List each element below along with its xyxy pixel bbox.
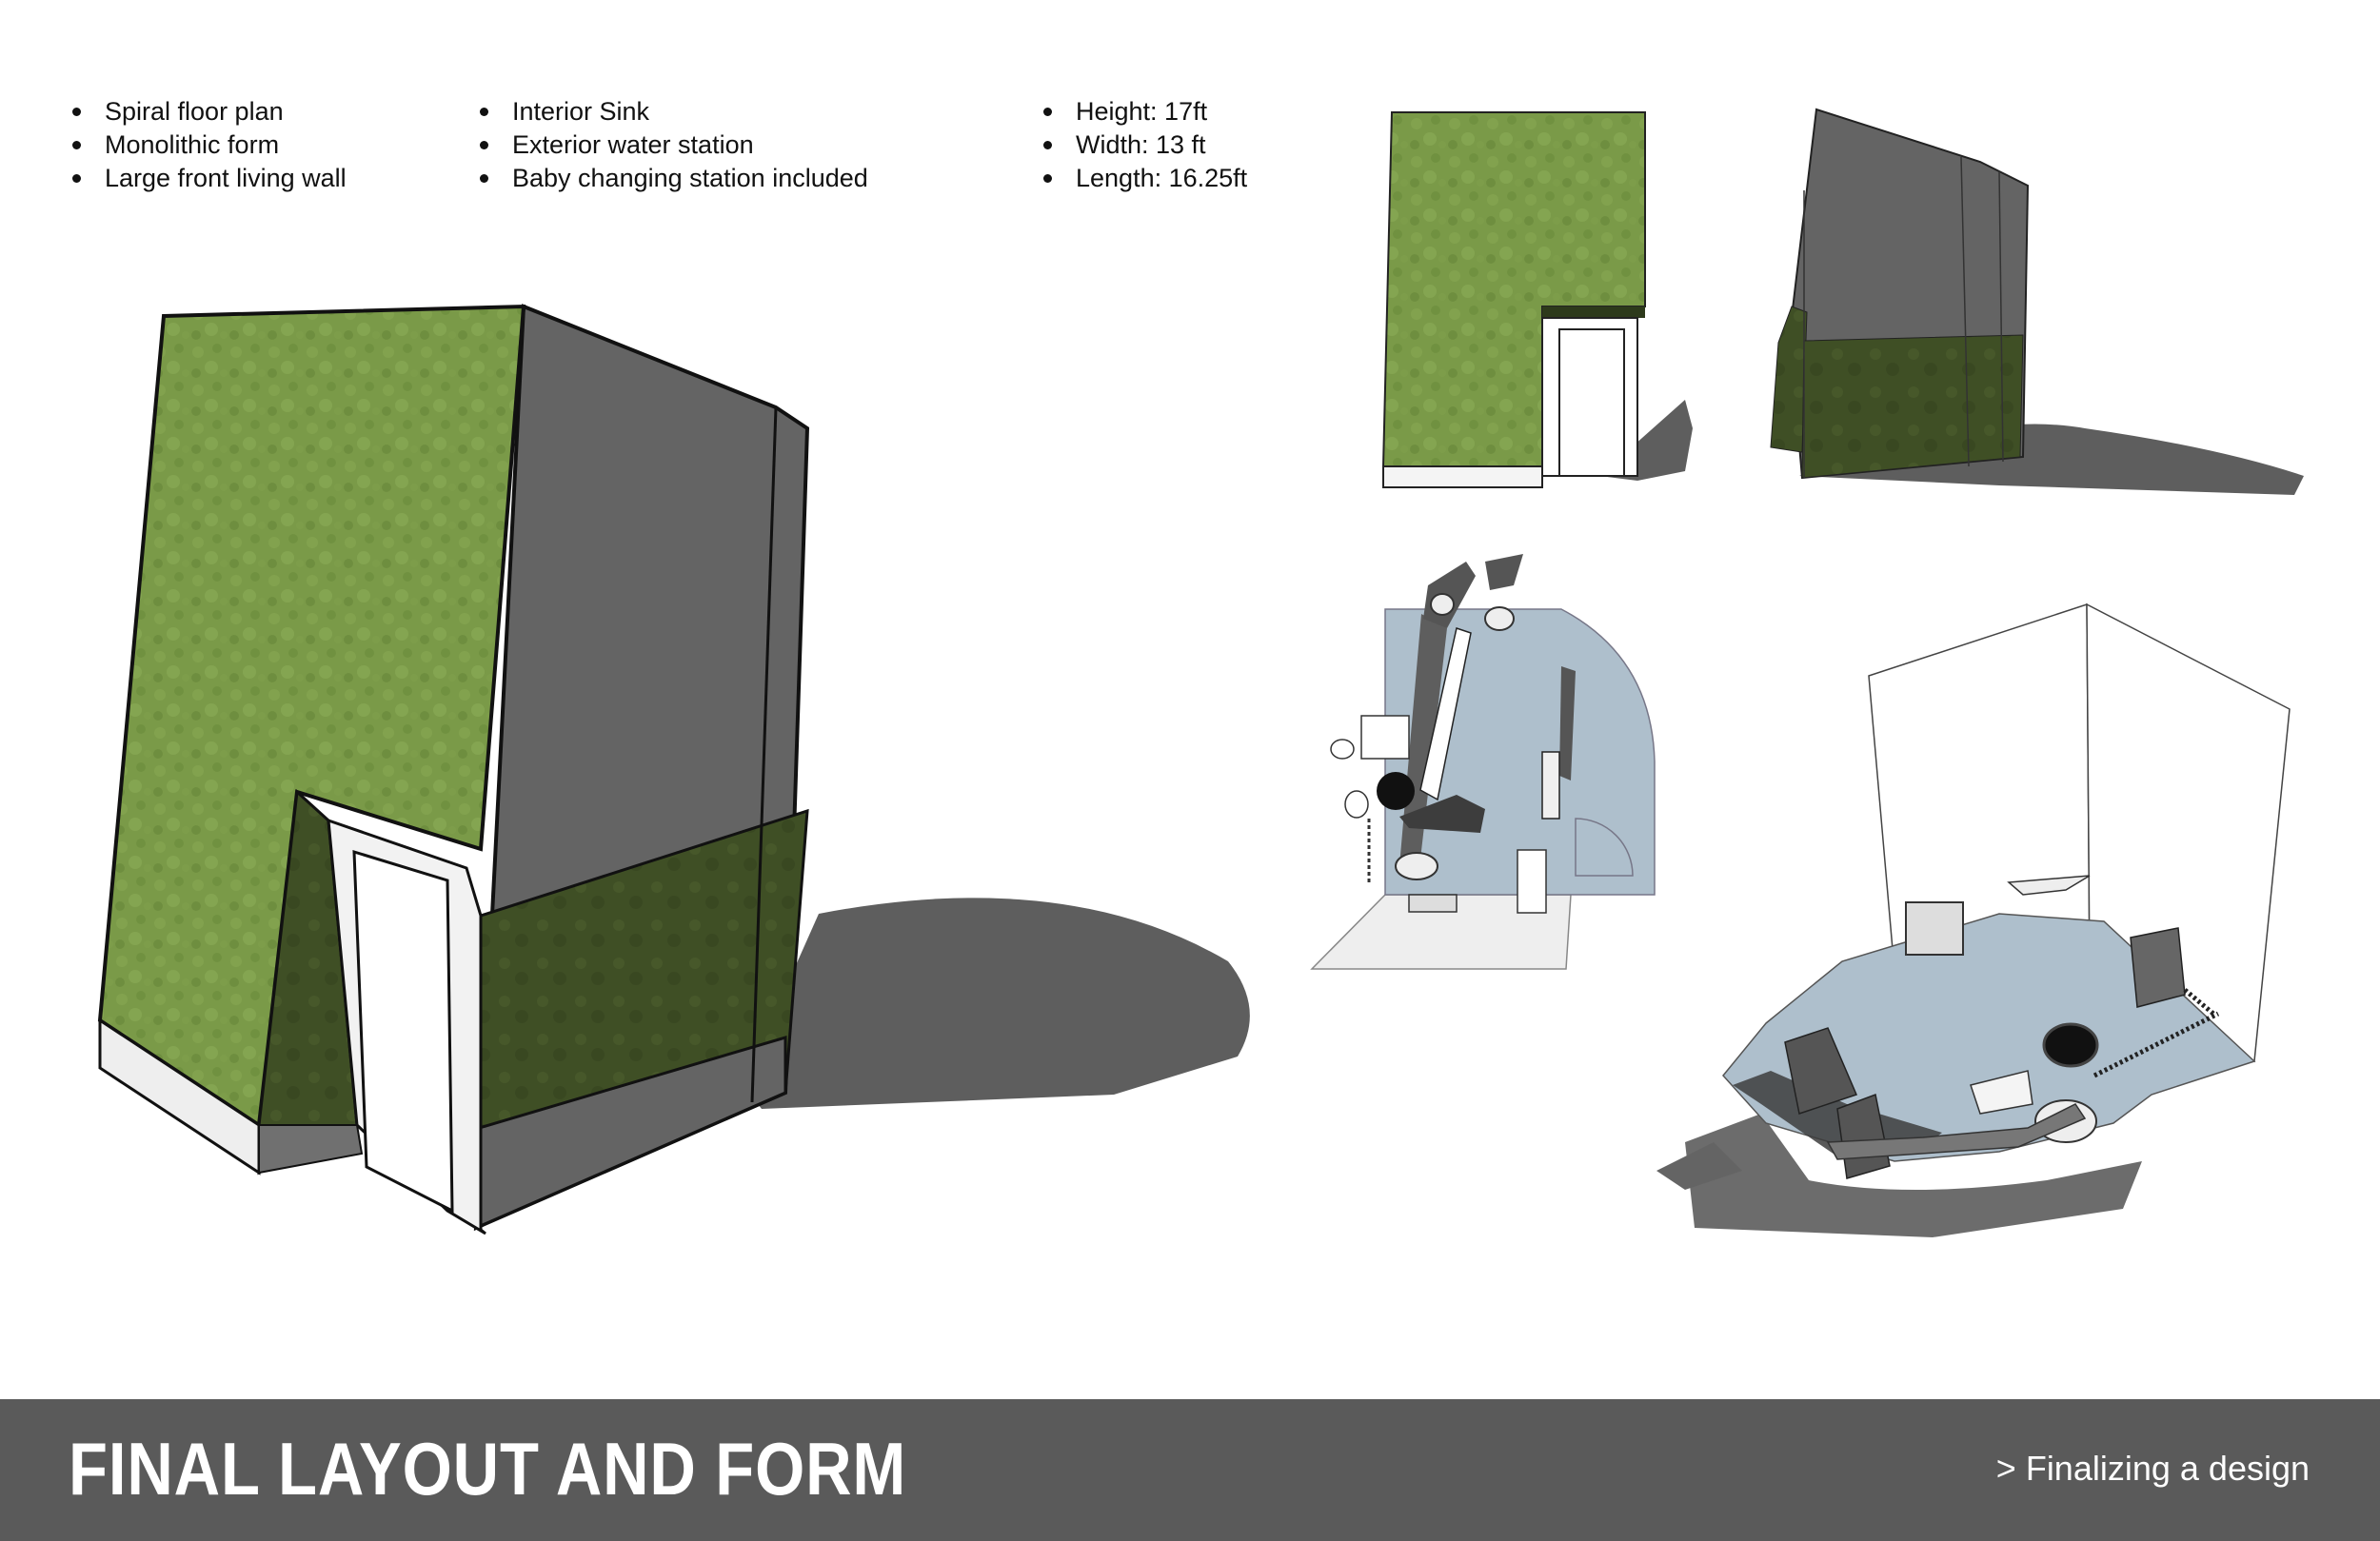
feature-list-amenities: Interior Sink Exterior water station Bab… xyxy=(476,95,868,195)
sink-icon xyxy=(1484,606,1515,631)
door-icon xyxy=(1558,328,1625,477)
toilet-icon xyxy=(1377,772,1415,810)
door-icon xyxy=(352,849,454,1214)
feature-list-form: Spiral floor plan Monolithic form Large … xyxy=(69,95,347,195)
cutaway-floor xyxy=(1722,913,2256,1162)
bullet-item: Monolithic form xyxy=(69,128,347,162)
bullet-item: Interior Sink xyxy=(476,95,868,128)
front-elevation xyxy=(1381,111,1693,488)
bullet-item: Height: 17ft xyxy=(1040,95,1247,128)
feature-list-dimensions: Height: 17ft Width: 13 ft Length: 16.25f… xyxy=(1040,95,1247,195)
changing-table-icon xyxy=(1905,901,1964,956)
sink-icon xyxy=(2042,1022,2099,1068)
bullet-item: Exterior water station xyxy=(476,128,868,162)
page-title: FINAL LAYOUT AND FORM xyxy=(69,1427,907,1511)
bullet-item: Width: 13 ft xyxy=(1040,128,1247,162)
footer-bar: FINAL LAYOUT AND FORM > Finalizing a des… xyxy=(0,1399,2380,1541)
side-elevation xyxy=(1770,108,2304,495)
floor-plan xyxy=(1310,554,1656,970)
bullet-item: Spiral floor plan xyxy=(69,95,347,128)
section-breadcrumb: > Finalizing a design xyxy=(1995,1449,2310,1488)
bullet-item: Baby changing station included xyxy=(476,162,868,195)
main-shadow xyxy=(743,898,1250,1109)
bullet-item: Length: 16.25ft xyxy=(1040,162,1247,195)
main-rendering xyxy=(97,304,1250,1235)
changing-table-icon xyxy=(1360,715,1410,760)
design-renderings xyxy=(97,108,2304,1237)
bullet-item: Large front living wall xyxy=(69,162,347,195)
perspective-cutaway xyxy=(1656,603,2291,1237)
